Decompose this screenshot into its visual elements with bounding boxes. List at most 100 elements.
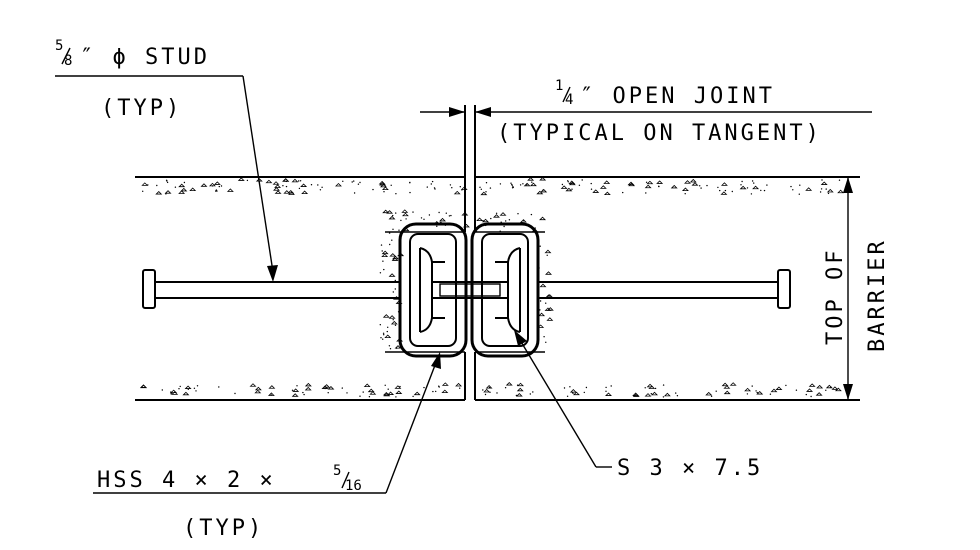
stipple-triangle	[180, 187, 188, 192]
stipple-triangle	[441, 389, 449, 394]
stipple-dot	[246, 179, 249, 182]
stipple-dot	[795, 389, 798, 391]
stipple-triangle	[628, 182, 636, 187]
stipple-dot	[715, 390, 717, 392]
stipple-dot	[327, 392, 329, 394]
stipple-triangle	[392, 255, 399, 260]
stipple-triangle	[164, 190, 172, 194]
stipple-triangle	[646, 180, 654, 185]
stipple-dot	[605, 386, 607, 389]
stipple-dot	[605, 390, 607, 392]
stipple-triangle	[517, 382, 524, 387]
barrier-label: TOP OF BARRIER	[823, 238, 890, 352]
stipple-triangle	[453, 190, 461, 195]
hss-tube-left	[398, 222, 468, 358]
stipple-dot	[820, 188, 823, 190]
stipple-dot	[341, 387, 343, 389]
stipple-dot	[450, 214, 452, 217]
stipple-dot	[499, 230, 501, 232]
stipple-dot	[216, 190, 218, 192]
stipple-dot	[753, 182, 755, 184]
stud-label-typ: (TYP)	[101, 96, 182, 121]
stipple-dot	[750, 193, 753, 195]
joint-label-sub: (TYPICAL ON TANGENT)	[497, 121, 822, 146]
stipple-dot	[539, 300, 542, 302]
stipple-dot	[731, 190, 733, 193]
stipple-triangle	[485, 385, 493, 389]
joint-frac-denominator: 4	[565, 92, 573, 108]
stipple-dot	[383, 191, 385, 193]
stipple-triangle	[544, 249, 552, 254]
stipple-dot	[510, 182, 512, 184]
stipple-dot	[430, 183, 432, 185]
stipple-dot	[676, 395, 679, 397]
stipple-dot	[166, 181, 169, 184]
stipple-dot	[504, 387, 507, 389]
stipple-dot	[724, 189, 727, 192]
stipple-dot	[400, 219, 402, 222]
stipple-dot	[359, 395, 361, 397]
stipple-triangle	[603, 180, 611, 184]
stipple-triangle	[831, 386, 839, 390]
stipple-dot	[581, 179, 583, 181]
stipple-triangle	[382, 209, 390, 214]
stipple-dot	[389, 348, 392, 350]
stipple-dot	[423, 386, 425, 389]
stipple-triangle	[292, 388, 300, 392]
stipple-dot	[658, 185, 660, 188]
s-shape-label-text: S 3 × 7.5	[617, 456, 763, 481]
hss-label-typ: (TYP)	[183, 516, 264, 541]
stipple-dot	[545, 302, 547, 304]
stipple-triangle	[140, 384, 148, 389]
stipple-dot	[142, 190, 144, 192]
stipple-triangle	[545, 271, 552, 275]
hss-label: HSS 4 × 2 × 5 16 (TYP)	[97, 463, 362, 541]
stipple-dot	[644, 387, 646, 389]
stud-frac-numerator: 5	[55, 38, 63, 54]
stipple-dot	[193, 387, 196, 389]
stipple-triangle	[274, 184, 282, 188]
stipple-dot	[234, 392, 236, 395]
stipple-dot	[482, 389, 484, 391]
stipple-dot	[392, 319, 394, 321]
stipple-dot	[710, 395, 713, 397]
stipple-dot	[438, 386, 440, 388]
stipple-triangle	[568, 181, 576, 186]
stipple-triangle	[684, 180, 691, 184]
stipple-dot	[505, 220, 507, 222]
stipple-dot	[763, 189, 766, 192]
stipple-dot	[561, 183, 564, 186]
stipple-triangle	[689, 178, 697, 183]
stipple-dot	[426, 186, 428, 188]
stipple-dot	[298, 180, 300, 182]
stipple-dot	[449, 184, 452, 186]
stipple-dot	[282, 185, 284, 187]
stipple-triangle	[327, 386, 335, 390]
stipple-dot	[394, 288, 396, 290]
stipple-dot	[699, 185, 701, 187]
stipple-dot	[431, 180, 434, 183]
barrier-label-line2: BARRIER	[865, 238, 890, 352]
stipple-dot	[296, 385, 298, 387]
stipple-triangle	[213, 181, 221, 185]
stipple-dot	[479, 186, 481, 188]
stipple-dot	[359, 181, 361, 184]
stipple-triangle	[599, 185, 607, 189]
stipple-triangle	[546, 317, 554, 321]
stipple-triangle	[265, 179, 273, 184]
stipple-dot	[760, 189, 762, 192]
stipple-dot	[156, 184, 158, 187]
stipple-triangle	[523, 182, 531, 187]
stipple-triangle	[189, 187, 197, 192]
stipple-dot	[499, 183, 502, 185]
stipple-dot	[392, 228, 394, 230]
stipple-dot	[654, 387, 657, 390]
stipple-dot	[459, 186, 461, 188]
stipple-dot	[700, 187, 702, 189]
stipple-dot	[545, 341, 547, 343]
stipple-dot	[220, 185, 223, 187]
stipple-triangle	[756, 390, 764, 395]
stipple-dot	[395, 193, 397, 195]
stipple-triangle	[663, 392, 671, 397]
